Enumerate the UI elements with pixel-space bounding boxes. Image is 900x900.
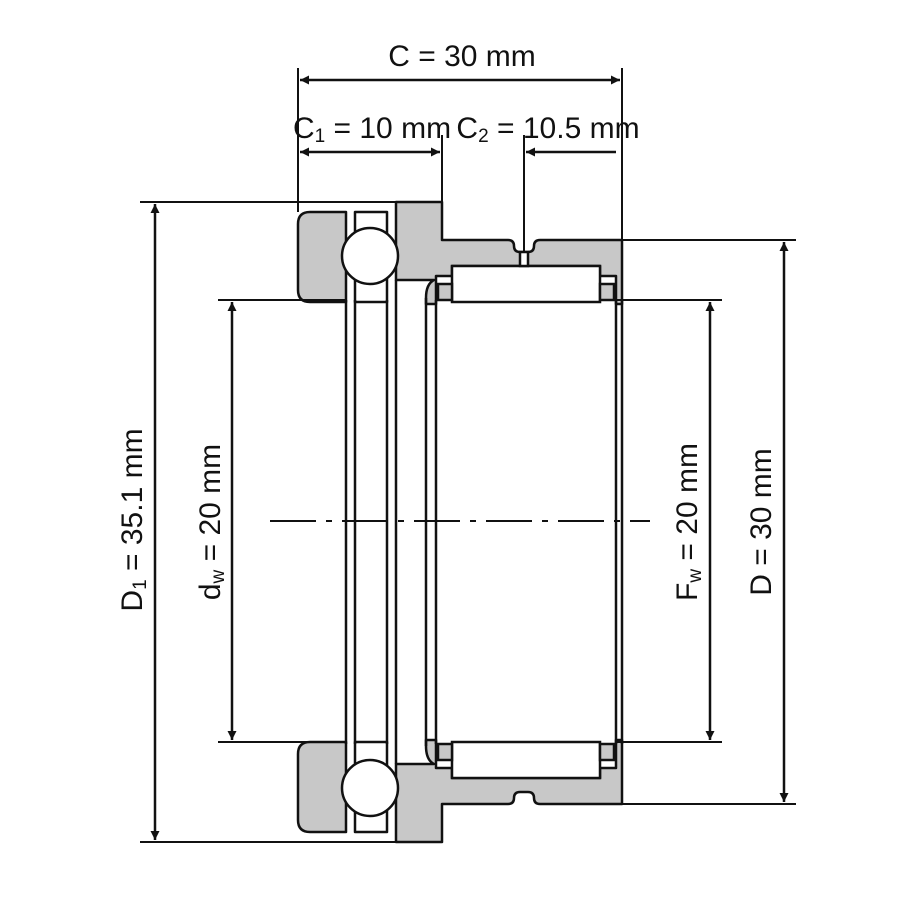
- ball-top: [340, 226, 400, 286]
- label-fw: Fw = 20 mm: [671, 443, 706, 601]
- label-c: C = 30 mm: [388, 40, 536, 73]
- bearing-section: [296, 200, 624, 844]
- label-c1: C1 = 10 mm: [293, 112, 451, 147]
- label-c2: C2 = 10.5 mm: [456, 112, 639, 147]
- label-d1: D1 = 35.1 mm: [116, 428, 151, 611]
- left-washer-bottom: [296, 740, 348, 834]
- needle-section: [344, 250, 624, 780]
- outer-ring-top: [394, 200, 624, 306]
- extension-lines: [140, 68, 796, 843]
- ball-bottom: [340, 758, 400, 818]
- outer-ring-bottom: [394, 738, 624, 844]
- needle-roller-bottom: [450, 740, 602, 780]
- dimension-lines: [150, 75, 789, 840]
- left-washer-top: [296, 210, 348, 304]
- needle-roller-top: [450, 264, 602, 304]
- label-dw: dw = 20 mm: [194, 444, 229, 600]
- label-d: D = 30 mm: [745, 448, 778, 596]
